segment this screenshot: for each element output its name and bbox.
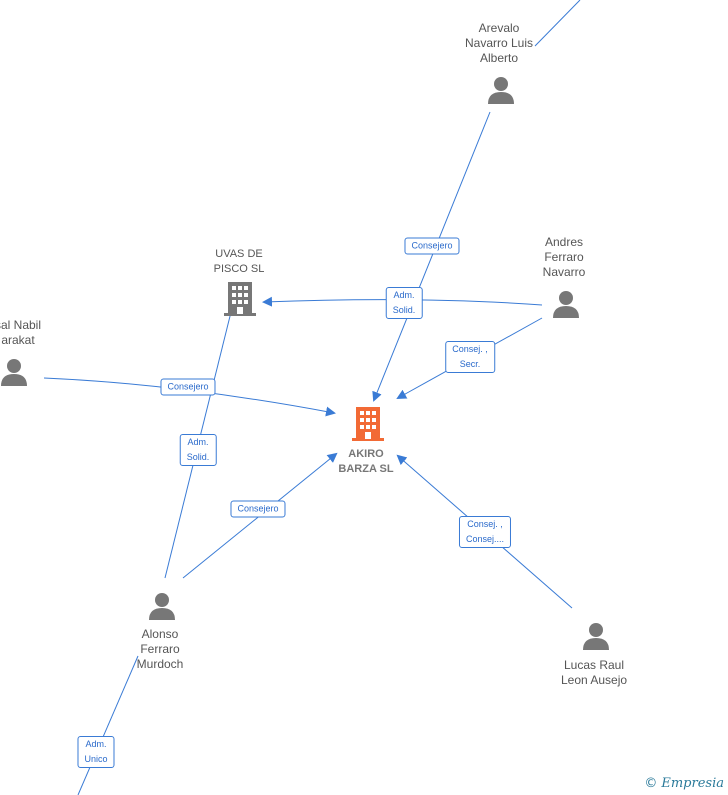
copyright-symbol: © <box>644 776 658 791</box>
person-icon[interactable] <box>486 75 516 105</box>
edge-label-bottom-alonso[interactable]: Adm. Unico <box>77 736 115 768</box>
edge-label-arevalo-akiro[interactable]: Consejero <box>404 237 460 255</box>
building-icon[interactable] <box>351 406 385 442</box>
edge-bottom-alonso <box>77 655 139 795</box>
person-icon[interactable] <box>0 357 29 387</box>
brand-logo: Empresia <box>661 776 724 791</box>
node-label-faisal[interactable]: sal Nabil arakat <box>0 318 42 347</box>
edges <box>43 0 581 795</box>
node-label-arevalo[interactable]: Arevalo Navarro Luis Alberto <box>464 21 534 65</box>
edge-label-andres-akiro[interactable]: Consej. , Secr. <box>445 341 495 373</box>
edge-label-andres-uvas[interactable]: Adm. Solid. <box>385 287 423 319</box>
edge-label-alonso-uvas[interactable]: Adm. Solid. <box>179 434 217 466</box>
person-icon[interactable] <box>551 289 581 319</box>
edge-label-alonso-akiro[interactable]: Consejero <box>230 500 286 518</box>
node-label-lucas[interactable]: Lucas Raul Leon Ausejo <box>560 658 628 687</box>
edge-offscreen-arevalo <box>534 0 581 47</box>
edge-arevalo-akiro <box>372 111 491 402</box>
watermark: ©Empresia <box>644 776 724 791</box>
node-label-akiro[interactable]: AKIRO BARZA SL <box>338 448 394 475</box>
edge-label-lucas-akiro[interactable]: Consej. , Consej.... <box>458 516 512 548</box>
edge-label-faisal-akiro[interactable]: Consejero <box>160 378 216 396</box>
building-icon[interactable] <box>223 281 257 317</box>
node-label-andres[interactable]: Andres Ferraro Navarro <box>542 235 586 279</box>
node-label-uvas[interactable]: UVAS DE PISCO SL <box>213 248 265 275</box>
node-label-alonso[interactable]: Alonso Ferraro Murdoch <box>136 627 184 671</box>
person-icon[interactable] <box>581 621 611 651</box>
person-icon[interactable] <box>147 591 177 621</box>
